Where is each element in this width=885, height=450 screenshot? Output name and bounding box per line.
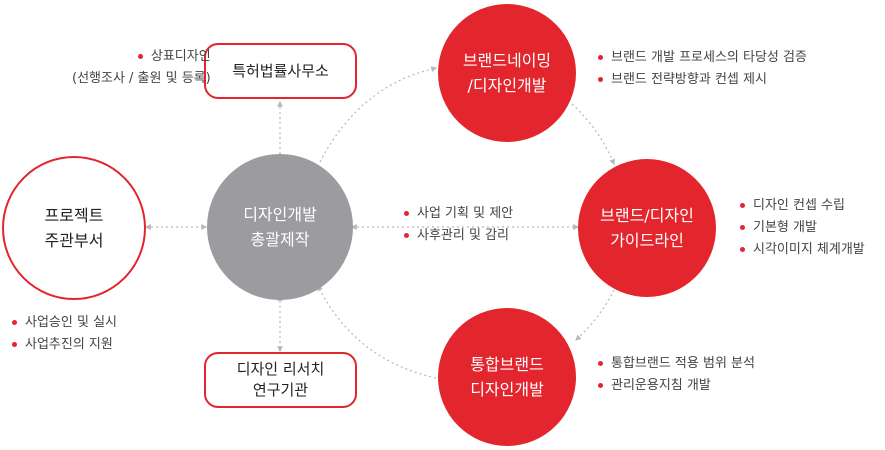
research-box-line2: 연구기관 <box>252 381 309 399</box>
patent-box-label: 특허법률사무소 <box>232 61 329 80</box>
link-guideline-integrated <box>575 289 615 341</box>
center-node: 디자인개발 총괄제작 <box>207 154 353 300</box>
center-node-line2: 총괄제작 <box>250 230 310 249</box>
guideline-node-line1: 브랜드/디자인 <box>600 206 694 225</box>
research-box: 디자인 리서치 연구기관 <box>204 352 357 408</box>
project-note-item-2: 사업추진의 지원 <box>12 334 117 356</box>
integrated-node-line1: 통합브랜드 <box>470 355 544 374</box>
naming-node-line1: 브랜드네이밍 <box>462 51 552 70</box>
center-link-note-item-2: 사후관리 및 감리 <box>404 225 513 247</box>
naming-node: 브랜드네이밍 /디자인개발 <box>438 4 576 142</box>
guideline-note-item-2: 기본형 개발 <box>740 217 865 239</box>
link-naming-guideline <box>571 103 615 166</box>
integrated-note: 통합브랜드 적용 범위 분석 관리운용지침 개발 <box>598 353 755 397</box>
patent-box: 특허법률사무소 <box>204 43 357 99</box>
guideline-note-item-3: 시각이미지 체계개발 <box>740 239 865 261</box>
naming-note-item-1: 브랜드 개발 프로세스의 타당성 검증 <box>598 47 807 69</box>
center-link-note: 사업 기획 및 제안 사후관리 및 감리 <box>404 203 513 247</box>
center-link-note-item-1: 사업 기획 및 제안 <box>404 203 513 225</box>
link-integrated-center <box>317 284 437 379</box>
guideline-node-line2: 가이드라인 <box>610 231 684 250</box>
guideline-note-item-1: 디자인 컨셉 수립 <box>740 195 865 217</box>
patent-note-sub: (선행조사 / 출원 및 등록) <box>72 71 211 86</box>
research-box-line1: 디자인 리서치 <box>236 360 325 378</box>
center-node-line1: 디자인개발 <box>243 205 317 224</box>
guideline-note: 디자인 컨셉 수립 기본형 개발 시각이미지 체계개발 <box>740 195 865 261</box>
integrated-node-line2: 디자인개발 <box>470 380 544 399</box>
guideline-node: 브랜드/디자인 가이드라인 <box>578 159 716 297</box>
naming-note: 브랜드 개발 프로세스의 타당성 검증 브랜드 전략방향과 컨셉 제시 <box>598 47 807 91</box>
integrated-note-item-1: 통합브랜드 적용 범위 분석 <box>598 353 755 375</box>
project-node-line2: 주관부서 <box>44 231 104 250</box>
project-note-item-1: 사업승인 및 실시 <box>12 312 117 334</box>
project-node-line1: 프로젝트 <box>44 206 104 225</box>
naming-note-item-2: 브랜드 전략방향과 컨셉 제시 <box>598 69 807 91</box>
integrated-note-item-2: 관리운용지침 개발 <box>598 375 755 397</box>
patent-note-item: 상표디자인 <box>137 46 211 68</box>
link-center-naming <box>319 66 438 163</box>
project-node: 프로젝트 주관부서 <box>2 156 146 300</box>
naming-node-line2: /디자인개발 <box>467 76 547 95</box>
integrated-node: 통합브랜드 디자인개발 <box>438 308 576 446</box>
patent-note: 상표디자인 (선행조사 / 출원 및 등록) <box>72 46 211 90</box>
project-note: 사업승인 및 실시 사업추진의 지원 <box>12 312 117 356</box>
